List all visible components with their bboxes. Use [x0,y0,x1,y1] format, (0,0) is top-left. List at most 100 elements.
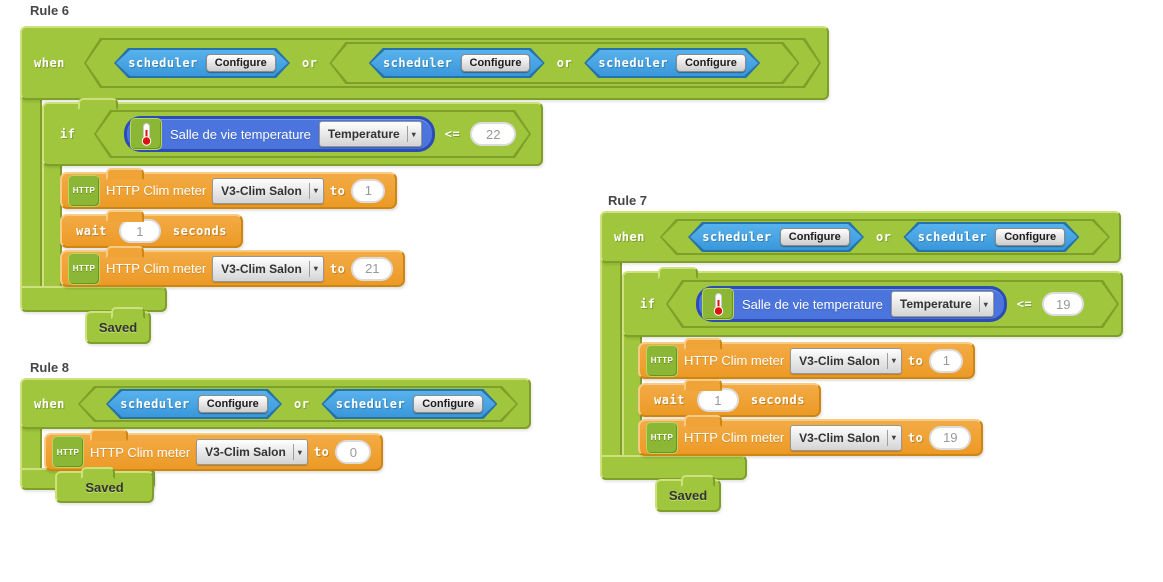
seconds-keyword: seconds [750,393,805,407]
http-action-label: HTTP Clim meter [684,430,785,445]
configure-button[interactable]: Configure [206,54,276,72]
scheduler-trigger-block[interactable]: scheduler Configure [106,389,282,419]
rule7-if-block[interactable]: if Salle de vie temperature Temperature [622,267,1123,337]
scheduler-trigger-block[interactable]: scheduler Configure [321,389,497,419]
configure-button[interactable]: Configure [780,228,850,246]
clim-item-dropdown-value: V3-Clim Salon [221,261,302,276]
http-action-block[interactable]: HTTP HTTP Clim meter V3-Clim Salon ▾ to [638,415,984,456]
temperature-dropdown-value: Temperature [899,297,972,311]
to-keyword: to [313,445,330,459]
clim-item-dropdown[interactable]: V3-Clim Salon ▾ [196,439,308,465]
clim-item-dropdown[interactable]: V3-Clim Salon ▾ [790,424,902,451]
wait-value-input[interactable] [696,388,739,412]
rule8-left-spine [20,425,42,471]
scheduler-label: scheduler [917,230,988,244]
rule7-footer-bar [600,455,747,480]
scheduler-trigger-block[interactable]: scheduler Configure [688,222,864,252]
rule6-if-spine [42,162,62,290]
or-keyword: or [556,56,573,70]
rule8-when-block[interactable]: when scheduler Configure or scheduler Co… [20,378,531,429]
temperature-condition-block[interactable]: Salle de vie temperature Temperature ▾ [124,116,435,152]
value-input[interactable] [351,256,394,281]
when-keyword: when [34,56,65,70]
saved-block[interactable]: Saved [55,467,154,503]
saved-label: Saved [668,488,708,503]
http-icon: HTTP [646,421,678,454]
scheduler-label: scheduler [120,397,190,411]
chevron-down-icon: ▾ [411,129,416,139]
threshold-input[interactable] [470,122,516,146]
clim-item-dropdown-value: V3-Clim Salon [799,353,880,368]
temperature-item-label: Salle de vie temperature [170,126,311,142]
saved-block[interactable]: Saved [85,307,151,344]
configure-button[interactable]: Configure [676,54,746,72]
scheduler-trigger-block[interactable]: scheduler Configure [114,48,290,78]
temperature-dropdown-value: Temperature [327,127,400,141]
temperature-dropdown[interactable]: Temperature ▾ [319,121,422,147]
wait-keyword: wait [76,224,107,238]
saved-block[interactable]: Saved [655,475,721,512]
to-keyword: to [907,430,924,445]
configure-button[interactable]: Configure [198,395,268,413]
rule7-when-block[interactable]: when scheduler Configure or scheduler Co… [600,211,1121,263]
to-keyword: to [329,261,346,276]
lte-operator: <= [444,127,461,141]
scheduler-label: scheduler [702,230,772,244]
value-input[interactable] [929,425,972,450]
wait-value-input[interactable] [118,219,161,243]
rule7-left-spine [600,259,622,457]
clim-item-dropdown-value: V3-Clim Salon [205,445,286,459]
or-keyword: or [294,397,310,411]
seconds-keyword: seconds [172,224,227,238]
http-action-block[interactable]: HTTP HTTP Clim meter V3-Clim Salon ▾ to [44,429,384,471]
rule7-title: Rule 7 [608,193,648,208]
scheduler-trigger-block[interactable]: scheduler Configure [584,48,760,78]
wait-block[interactable]: wait seconds [60,210,243,248]
clim-item-dropdown[interactable]: V3-Clim Salon ▾ [212,255,324,282]
temperature-dropdown[interactable]: Temperature ▾ [891,291,994,317]
temperature-condition-block[interactable]: Salle de vie temperature Temperature ▾ [696,286,1007,322]
chevron-down-icon: ▾ [313,186,318,195]
configure-button[interactable]: Configure [995,228,1065,246]
http-icon: HTTP [68,252,100,285]
or-keyword: or [876,230,892,244]
http-action-block[interactable]: HTTP HTTP Clim meter V3-Clim Salon ▾ to [60,246,406,287]
rule6-left-spine [20,96,42,290]
when-keyword: when [34,396,65,411]
http-action-label: HTTP Clim meter [106,261,207,276]
lte-operator: <= [1016,297,1033,311]
http-icon: HTTP [646,344,678,377]
rule6-footer-bar [20,286,167,312]
value-input[interactable] [351,178,386,203]
http-action-label: HTTP Clim meter [684,353,785,368]
saved-label: Saved [85,479,124,495]
to-keyword: to [329,183,346,198]
when-keyword: when [614,230,645,244]
value-input[interactable] [929,348,964,373]
configure-button[interactable]: Configure [461,54,531,72]
temperature-item-label: Salle de vie temperature [742,296,883,312]
rule6-when-block[interactable]: when scheduler Configure or [20,26,829,100]
clim-item-dropdown[interactable]: V3-Clim Salon ▾ [790,347,902,374]
wait-block[interactable]: wait seconds [638,379,821,417]
value-input[interactable] [335,440,372,464]
scheduler-trigger-block[interactable]: scheduler Configure [903,222,1079,252]
rule8-title: Rule 8 [30,360,70,375]
rule8-trigger-slot: scheduler Configure or scheduler Configu… [78,386,518,422]
clim-item-dropdown[interactable]: V3-Clim Salon ▾ [212,177,324,204]
rule6-if-block[interactable]: if Salle de vie temperature Temperature [42,98,543,166]
wait-keyword: wait [654,393,685,407]
if-keyword: if [60,127,76,141]
scheduler-label: scheduler [598,56,668,70]
http-action-block[interactable]: HTTP HTTP Clim meter V3-Clim Salon ▾ to [60,168,398,209]
http-action-block[interactable]: HTTP HTTP Clim meter V3-Clim Salon ▾ to [638,338,976,379]
http-action-label: HTTP Clim meter [106,183,207,198]
chevron-down-icon: ▾ [297,447,302,457]
threshold-input[interactable] [1042,292,1084,316]
rule7-condition-slot: Salle de vie temperature Temperature ▾ <… [666,280,1119,328]
rule7-trigger-slot: scheduler Configure or scheduler Configu… [660,219,1110,255]
configure-button[interactable]: Configure [413,395,483,413]
scheduler-trigger-block[interactable]: scheduler Configure [369,48,545,78]
clim-item-dropdown-value: V3-Clim Salon [221,183,302,198]
